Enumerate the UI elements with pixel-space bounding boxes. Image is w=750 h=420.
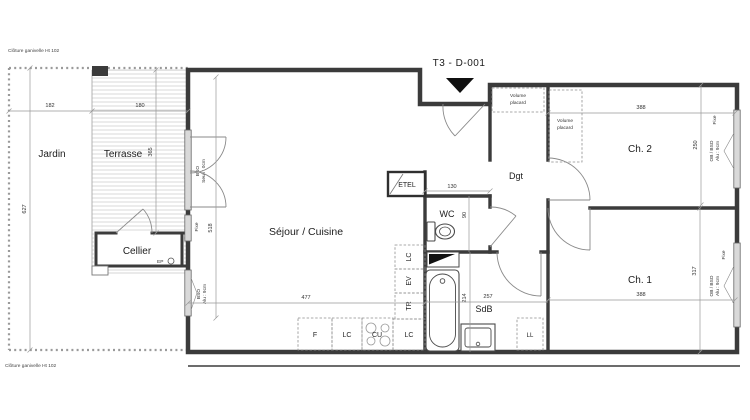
window-labels: BSO Seuil : 0cm Fixe BSO Alu : 9cm Fixe … bbox=[194, 115, 727, 304]
sejour-low-window bbox=[184, 269, 192, 317]
ch2-door bbox=[547, 157, 591, 201]
wall-pier bbox=[92, 66, 108, 76]
ch1-alu-label: Alu : 9cm bbox=[715, 276, 721, 296]
interior-walls bbox=[423, 83, 739, 354]
cooktop-label: CU bbox=[372, 332, 382, 339]
dim-ch1-d: 317 bbox=[692, 266, 698, 275]
sdb-door bbox=[496, 251, 542, 297]
wc-label: WC bbox=[440, 209, 455, 219]
dimension-lines: 182 180 627 365 518 477 130 90 388 250 3… bbox=[6, 65, 738, 355]
bathtub bbox=[425, 269, 460, 352]
dim-sdb-d: 214 bbox=[462, 293, 468, 302]
terrace-door-window bbox=[184, 129, 192, 211]
windows bbox=[184, 109, 741, 328]
etel-duct: ETEL bbox=[386, 170, 427, 198]
lc2-box bbox=[392, 318, 426, 351]
fixe-window-left bbox=[184, 214, 192, 242]
washing-machine-box bbox=[516, 317, 544, 351]
dim-sdb-w: 257 bbox=[483, 294, 492, 300]
ch2-label: Ch. 2 bbox=[628, 144, 652, 155]
dgt-label: Dgt bbox=[509, 171, 524, 181]
room-labels: Jardin Terrasse Séjour / Cuisine WC Dgt … bbox=[38, 144, 652, 314]
fixe-left-label: Fixe bbox=[194, 222, 200, 231]
sejour-label: Séjour / Cuisine bbox=[269, 226, 343, 238]
cellier-step bbox=[91, 265, 109, 276]
terrasse-label: Terrasse bbox=[104, 149, 143, 160]
fence-label-bottom: Clôture ganivelle Ht 102 bbox=[5, 363, 57, 369]
terrace-door-leaf-b bbox=[189, 170, 227, 208]
sink-label: EV bbox=[406, 276, 413, 286]
dim-ch2-d: 250 bbox=[693, 140, 699, 149]
doors bbox=[189, 103, 591, 297]
ch1-door bbox=[547, 207, 591, 251]
dim-terrasse-d: 365 bbox=[148, 147, 154, 156]
tr-box bbox=[394, 292, 426, 320]
low-bso-label: BSO bbox=[196, 289, 202, 299]
lc1-box bbox=[331, 317, 363, 351]
kitchen-appliances: F LC CU LC LC EV TR bbox=[297, 244, 426, 351]
cooktop-box bbox=[361, 317, 394, 351]
vp2-line1: Volume bbox=[557, 118, 573, 124]
sdb-vanity-counter bbox=[426, 251, 460, 268]
low-window-leader bbox=[190, 277, 198, 311]
dim-wc-w: 130 bbox=[447, 184, 456, 190]
vp1-line1: Volume bbox=[510, 93, 526, 99]
ch1-label: Ch. 1 bbox=[628, 275, 652, 286]
ch2-fixe-label: Fixe bbox=[712, 115, 718, 124]
dim-jardin-h: 627 bbox=[22, 204, 28, 213]
cellier-room: Cellier EP bbox=[91, 208, 190, 276]
dim-terrasse-w: 180 bbox=[135, 103, 144, 109]
terrace-seuil-label: Seuil : 0cm bbox=[201, 159, 207, 183]
lc1-label: LC bbox=[343, 332, 352, 339]
entrance-door bbox=[442, 103, 486, 137]
dim-sejour-h: 518 bbox=[208, 223, 214, 232]
plan-header: T3 - D-001 bbox=[433, 58, 486, 93]
jardin-label: Jardin bbox=[38, 149, 65, 160]
volume-placard-2 bbox=[548, 89, 583, 163]
storage-areas: Volume placard Volume placard LL bbox=[491, 87, 583, 351]
sdb-label: SdB bbox=[475, 304, 492, 314]
fence-label-top: Clôture ganivelle Ht 102 bbox=[8, 48, 60, 54]
lc2-label: LC bbox=[405, 332, 414, 339]
building-outline bbox=[185, 67, 740, 355]
dim-ch1-w: 388 bbox=[636, 292, 645, 298]
tr-label: TR bbox=[406, 301, 413, 310]
ep-symbol bbox=[167, 257, 175, 265]
ch1-window-leader bbox=[723, 265, 735, 305]
fridge-label: F bbox=[313, 332, 317, 339]
ch2-alu-label: Alu : 9cm bbox=[715, 141, 721, 161]
wc-toilet bbox=[426, 221, 456, 242]
cellier-label: Cellier bbox=[123, 246, 152, 257]
entrance-arrow-icon bbox=[446, 78, 474, 93]
terrace-door-leaf-a bbox=[189, 136, 227, 174]
low-alu-label: Alu : 9cm bbox=[202, 284, 208, 304]
ch1-window bbox=[733, 242, 741, 328]
vp2-line2: placard bbox=[557, 125, 573, 131]
washbasin bbox=[460, 323, 496, 352]
volume-placard-1 bbox=[491, 87, 545, 113]
etel-label: ETEL bbox=[398, 182, 416, 189]
vp1-line2: placard bbox=[510, 100, 526, 106]
wc-door bbox=[489, 206, 517, 248]
terrace-bso-label: BSO bbox=[195, 166, 201, 176]
dim-ch2-w: 388 bbox=[636, 105, 645, 111]
dim-jardin-w: 182 bbox=[45, 103, 54, 109]
ch1-fixe-label: Fixe bbox=[721, 250, 727, 259]
ch2-window bbox=[733, 109, 741, 189]
lc3-label: LC bbox=[406, 253, 413, 262]
cellier-door bbox=[115, 208, 153, 234]
ep-label: EP bbox=[157, 259, 163, 265]
fridge-box bbox=[297, 317, 333, 351]
ch2-ob-label: OB / BSO bbox=[709, 140, 715, 161]
ch2-window-leader bbox=[723, 132, 735, 170]
dim-sejour-w: 477 bbox=[301, 295, 310, 301]
dim-wc-d: 90 bbox=[462, 212, 468, 218]
ll-label: LL bbox=[527, 333, 534, 339]
plan-title: T3 - D-001 bbox=[433, 58, 486, 69]
ch1-ob-label: OB / BSO bbox=[709, 275, 715, 296]
